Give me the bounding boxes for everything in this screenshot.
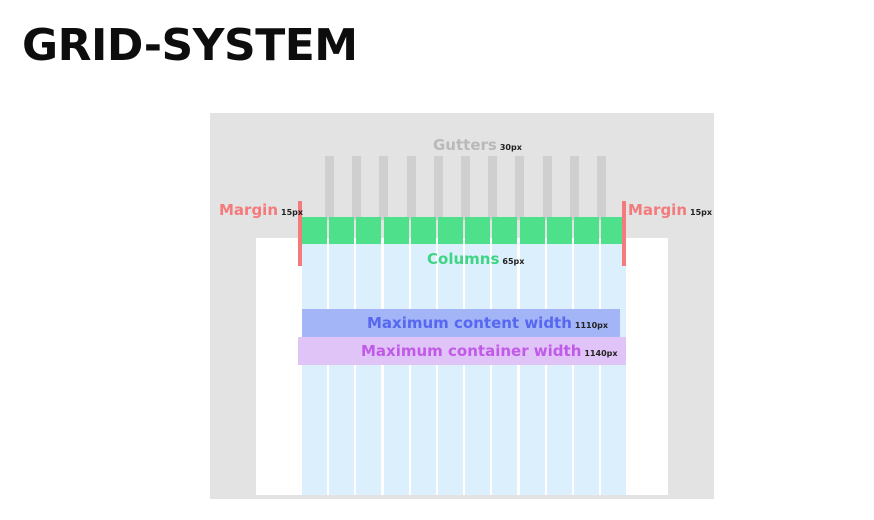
column-marker bbox=[302, 217, 327, 244]
column-marker bbox=[438, 217, 463, 244]
gutter-bar bbox=[569, 156, 579, 220]
gutter-bar bbox=[542, 156, 552, 220]
column-marker bbox=[465, 217, 491, 244]
gutters-label-value: 30px bbox=[499, 143, 522, 152]
margin-left-bar bbox=[298, 201, 302, 266]
column-marker bbox=[519, 217, 545, 244]
gutter-bar bbox=[488, 156, 498, 220]
margin-right-label-value: 15px bbox=[690, 208, 713, 217]
margin-right-bar bbox=[622, 201, 626, 266]
columns-label-text: Columns bbox=[427, 250, 500, 268]
gutter-bar bbox=[352, 156, 362, 220]
margin-left-label-text: Margin bbox=[219, 201, 279, 219]
column-marker bbox=[492, 217, 518, 244]
gutter-bar bbox=[461, 156, 470, 220]
max-container-width-band bbox=[298, 337, 626, 365]
page-title: GRID-SYSTEM bbox=[22, 20, 358, 71]
margin-left-label-value: 15px bbox=[281, 208, 304, 217]
gutter-bar bbox=[515, 156, 525, 220]
column-marker bbox=[383, 217, 409, 244]
max-content-width-band bbox=[302, 309, 620, 337]
max-content-label-value: 1110px bbox=[574, 321, 609, 330]
gutters-label-text: Gutters bbox=[433, 136, 497, 154]
column-marker bbox=[356, 217, 382, 244]
gutter-bar bbox=[597, 156, 606, 220]
margin-right-label-text: Margin bbox=[628, 201, 688, 219]
max-container-label-value: 1140px bbox=[584, 349, 618, 358]
column-marker bbox=[574, 217, 599, 244]
max-container-label-text: Maximum container width bbox=[361, 342, 582, 360]
columns-label-value: 65px bbox=[502, 257, 525, 266]
max-content-label-text: Maximum content width bbox=[367, 314, 572, 332]
gutter-bar bbox=[379, 156, 389, 220]
column-marker bbox=[546, 217, 572, 244]
gutter-bar bbox=[433, 156, 443, 220]
column-marker bbox=[329, 217, 355, 244]
gutter-bar bbox=[325, 156, 334, 220]
column-marker bbox=[410, 217, 436, 244]
gutter-bar bbox=[406, 156, 416, 220]
